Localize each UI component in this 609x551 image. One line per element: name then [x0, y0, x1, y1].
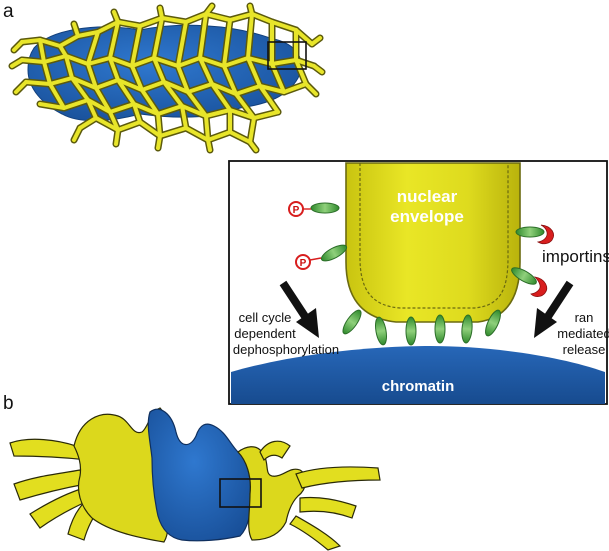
arrow-left [279, 280, 319, 338]
protein-bottom-6 [485, 309, 501, 337]
panel-b-arm-right-1 [259, 440, 291, 462]
right-label-line3: release [563, 342, 606, 357]
panel-b-zoom-box [219, 478, 262, 508]
panel-a-zoom-box [267, 41, 307, 70]
panel-a-er-network-fill [10, 4, 324, 152]
left-label-line3: dephosphorylation [233, 342, 339, 357]
importin-lower [530, 276, 548, 297]
protein-bottom-5 [461, 314, 473, 344]
importin-upper [536, 224, 554, 245]
inset-panel: chromatin nuclear envelope P [228, 160, 609, 405]
panel-b-envelope-right [237, 446, 307, 541]
inset-envelope-inner-membrane [359, 163, 509, 309]
panel-b-arm-right-2 [295, 466, 381, 489]
arrow-right [534, 280, 574, 338]
left-label-line2: dependent [234, 326, 296, 341]
envelope-label-line1: nuclear [397, 187, 458, 206]
chromatin-label: chromatin [382, 378, 455, 395]
protein-left-upper [310, 202, 340, 214]
panel-b-letter: b [3, 393, 14, 414]
right-label-line2: mediated [557, 326, 609, 341]
phospho-label-upper: P [293, 205, 300, 216]
protein-bottom-3 [405, 316, 417, 346]
protein-left-lower [320, 244, 348, 262]
protein-right-upper [515, 226, 545, 238]
inset-chromatin [231, 346, 605, 404]
panel-b-arm-right-3 [299, 496, 357, 519]
panel-b-chromatin [147, 408, 252, 542]
right-label-line1: ran [575, 310, 594, 325]
envelope-label-line2: envelope [390, 207, 464, 226]
phospho-lower: P [295, 254, 322, 270]
phospho-upper: P [288, 201, 311, 217]
panel-b-arm-right-4 [289, 515, 342, 551]
panel-b-nucleus-3d [9, 407, 381, 551]
left-label-line1: cell cycle [239, 310, 292, 325]
membrane-proteins [310, 202, 545, 346]
importins-label: importins [542, 247, 609, 266]
protein-bottom-1 [342, 309, 362, 335]
panel-a-letter: a [3, 1, 14, 22]
protein-bottom-2 [375, 316, 387, 346]
phospho-label-lower: P [300, 258, 307, 269]
protein-right-lower [511, 267, 537, 285]
protein-bottom-4 [434, 314, 446, 344]
